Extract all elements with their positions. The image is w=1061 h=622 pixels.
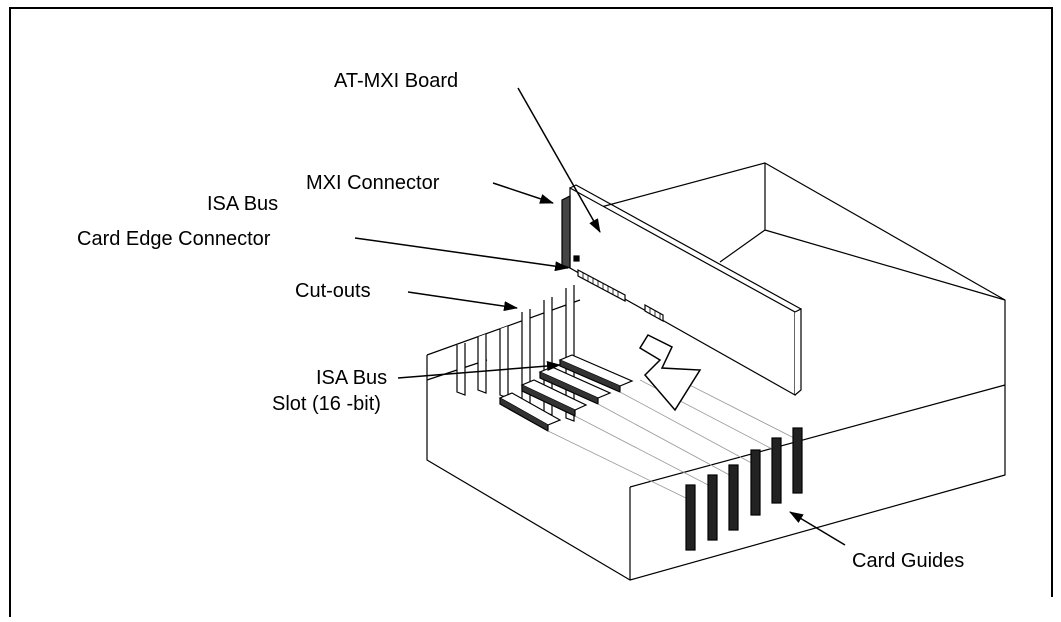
insertion-arrow (638, 334, 702, 412)
leader-isa-bus-slot (397, 361, 561, 379)
leader-at-mxi-board (517, 87, 601, 233)
label-isa-bus-line1: ISA Bus (207, 193, 279, 215)
label-isa-bus-slot-line2: Slot (16 -bit) (272, 393, 381, 415)
chassis-back-edge (426, 299, 581, 356)
card-guide (728, 464, 739, 531)
figure-frame (9, 7, 1053, 617)
card-rails (547, 369, 799, 501)
card-guide (707, 474, 718, 541)
card-guide (685, 484, 696, 551)
board-edge (794, 308, 802, 396)
isa-slot-side (539, 372, 599, 405)
leader-lines (354, 87, 846, 546)
leader-mxi-connector (492, 182, 554, 204)
label-cut-outs: Cut-outs (295, 280, 371, 302)
label-at-mxi-board: AT-MXI Board (334, 70, 459, 92)
card-guides-group (685, 427, 803, 551)
leader-card-edge-connector (354, 237, 569, 272)
label-isa-bus-slot-line1: ISA Bus (316, 367, 388, 389)
edge-connector-b (644, 303, 664, 323)
card-guide (792, 427, 803, 494)
board-top-edge (569, 184, 802, 310)
label-card-guides: Card Guides (852, 550, 965, 572)
chassis-inner-corner (719, 229, 766, 263)
cut-out (477, 334, 487, 394)
label-card-edge-connector: Card Edge Connector (77, 228, 271, 250)
leader-card-guides (789, 511, 846, 546)
isa-slot (520, 379, 588, 411)
at-mxi-board (561, 184, 802, 397)
cut-out (456, 343, 466, 396)
leader-cut-outs (407, 291, 518, 312)
board-face (569, 186, 796, 397)
chassis-top-front-edge (629, 384, 1006, 488)
label-mxi-connector: MXI Connector (306, 172, 440, 194)
card-guide (771, 437, 782, 504)
cut-out (499, 326, 509, 399)
computer-chassis (426, 162, 1006, 581)
mxi-connector-bracket (561, 195, 571, 269)
isa-slot-side (521, 385, 576, 417)
card-guide (750, 449, 761, 516)
board-mark (573, 255, 580, 262)
isa-bus-slots (498, 354, 634, 433)
isa-slot-side (499, 398, 549, 433)
